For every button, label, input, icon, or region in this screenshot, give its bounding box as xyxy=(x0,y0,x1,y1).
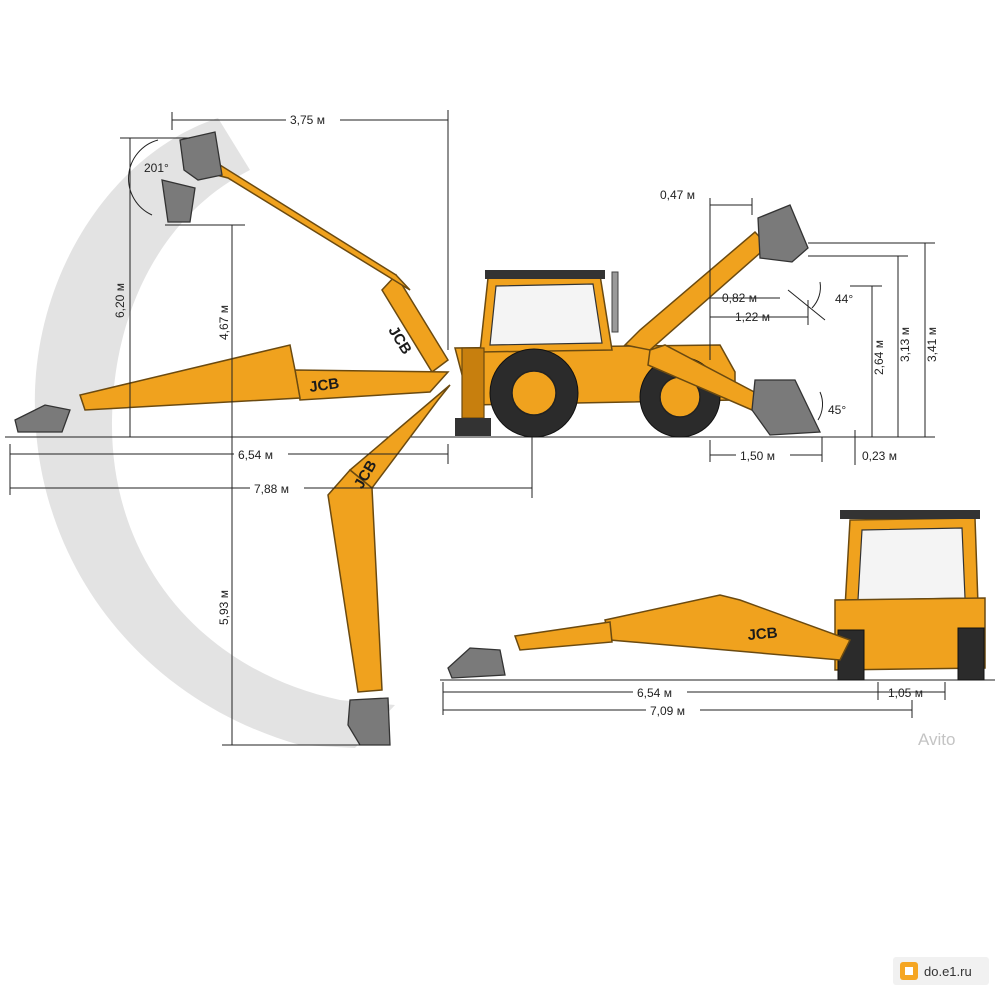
cab-roof xyxy=(485,270,605,279)
avito-watermark: Avito xyxy=(918,730,956,749)
dim-1-50: 1,50 м xyxy=(740,449,775,463)
cab-window xyxy=(489,283,603,346)
brand-label-ground: JCB xyxy=(308,375,340,396)
dim-side-7-09: 7,09 м xyxy=(650,704,685,718)
dim-0-82: 0,82 м xyxy=(722,291,757,305)
loader-bucket-raised xyxy=(757,204,809,263)
dim-0-23: 0,23 м xyxy=(862,449,897,463)
dim-side-1-05: 1,05 м xyxy=(888,686,923,700)
dim-6-20: 6,20 м xyxy=(113,283,127,318)
dim-7-88: 7,88 м xyxy=(254,482,289,496)
dim-201-deg: 201° xyxy=(144,161,169,175)
dim-44-deg: 44° xyxy=(835,292,853,306)
dim-1-22: 1,22 м xyxy=(735,310,770,324)
loader-raised xyxy=(623,204,809,351)
side-view: JCB xyxy=(440,510,995,681)
exhaust-pipe xyxy=(611,271,619,333)
rear-rim xyxy=(511,370,557,416)
dim-4-67: 4,67 м xyxy=(217,305,231,340)
loader-lowered xyxy=(647,344,822,436)
site-label: do.e1.ru xyxy=(924,963,972,979)
stabiliser-leg xyxy=(461,347,485,419)
raised-bucket-open xyxy=(179,131,223,181)
side-backhoe-stick xyxy=(513,621,613,651)
dim-3-75: 3,75 м xyxy=(290,113,325,127)
dim-3-13: 3,13 м xyxy=(898,327,912,362)
side-backhoe-boom xyxy=(604,594,852,661)
dim-45-deg: 45° xyxy=(828,403,846,417)
loader-bucket-lowered xyxy=(751,379,822,436)
dim-6-54: 6,54 м xyxy=(238,448,273,462)
site-badge[interactable]: do.e1.ru xyxy=(893,957,989,985)
main-backhoe xyxy=(454,270,736,438)
dim-5-93: 5,93 м xyxy=(217,590,231,625)
stabiliser-foot xyxy=(455,418,491,436)
ground-bucket xyxy=(14,404,71,433)
deep-bucket xyxy=(347,697,391,746)
dim-side-6-54: 6,54 м xyxy=(637,686,672,700)
dim-3-41: 3,41 м xyxy=(925,327,939,362)
raised-bucket-closed xyxy=(161,179,196,223)
brand-label-side: JCB xyxy=(747,624,779,644)
dim-0-47: 0,47 м xyxy=(660,188,695,202)
backhoe-arm-raised: JCB xyxy=(161,131,449,374)
backhoe-arm-deep: JCB xyxy=(327,384,451,746)
site-logo-icon xyxy=(900,962,918,980)
reach-arc xyxy=(34,118,396,748)
side-right-wheel xyxy=(957,627,985,681)
side-bucket xyxy=(447,647,506,679)
backhoe-arm-ground: JCB xyxy=(14,344,450,433)
dim-2-64: 2,64 м xyxy=(872,340,886,375)
